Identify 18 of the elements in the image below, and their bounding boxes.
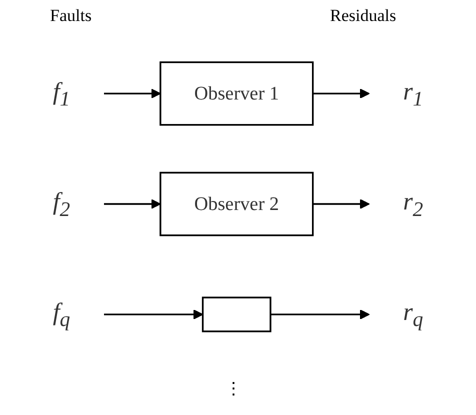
- arrow: [312, 88, 370, 99]
- node-text: f$_{1}$: [52, 76, 70, 110]
- node-box: Observer 1: [160, 61, 314, 126]
- column-heading: Faults: [50, 6, 92, 26]
- node-text: r$_{q}$: [403, 298, 424, 331]
- arrow: [270, 309, 370, 320]
- arrow: [104, 199, 161, 209]
- ellipsis-mark: ⋮: [225, 378, 242, 399]
- arrow: [104, 309, 204, 320]
- column-heading: Residuals: [330, 6, 396, 26]
- node-text: r$_{2}$: [403, 187, 424, 220]
- node-box: Observer 2: [160, 172, 314, 236]
- node-text: f$_{q}$: [52, 298, 70, 331]
- node-text: r$_{1}$: [403, 76, 424, 110]
- node-box: [202, 296, 272, 332]
- arrow: [312, 199, 370, 209]
- arrow: [104, 88, 161, 99]
- node-text: f$_{2}$: [52, 187, 70, 220]
